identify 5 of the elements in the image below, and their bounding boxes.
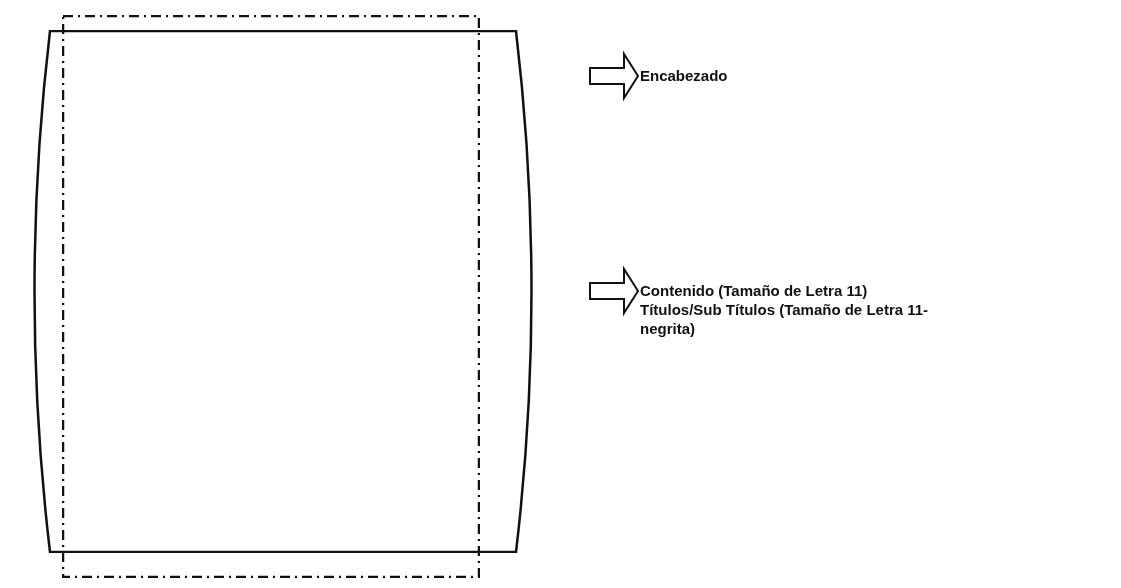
annotation-text: Contenido (Tamaño de Letra 11) bbox=[640, 281, 869, 300]
block-arrow bbox=[589, 50, 640, 102]
annotation-text: Títulos/Sub Títulos (Tamaño de Letra 11-negrita) bbox=[640, 300, 930, 338]
block-arrow bbox=[589, 265, 640, 317]
annotation-text: Encabezado bbox=[640, 66, 729, 85]
